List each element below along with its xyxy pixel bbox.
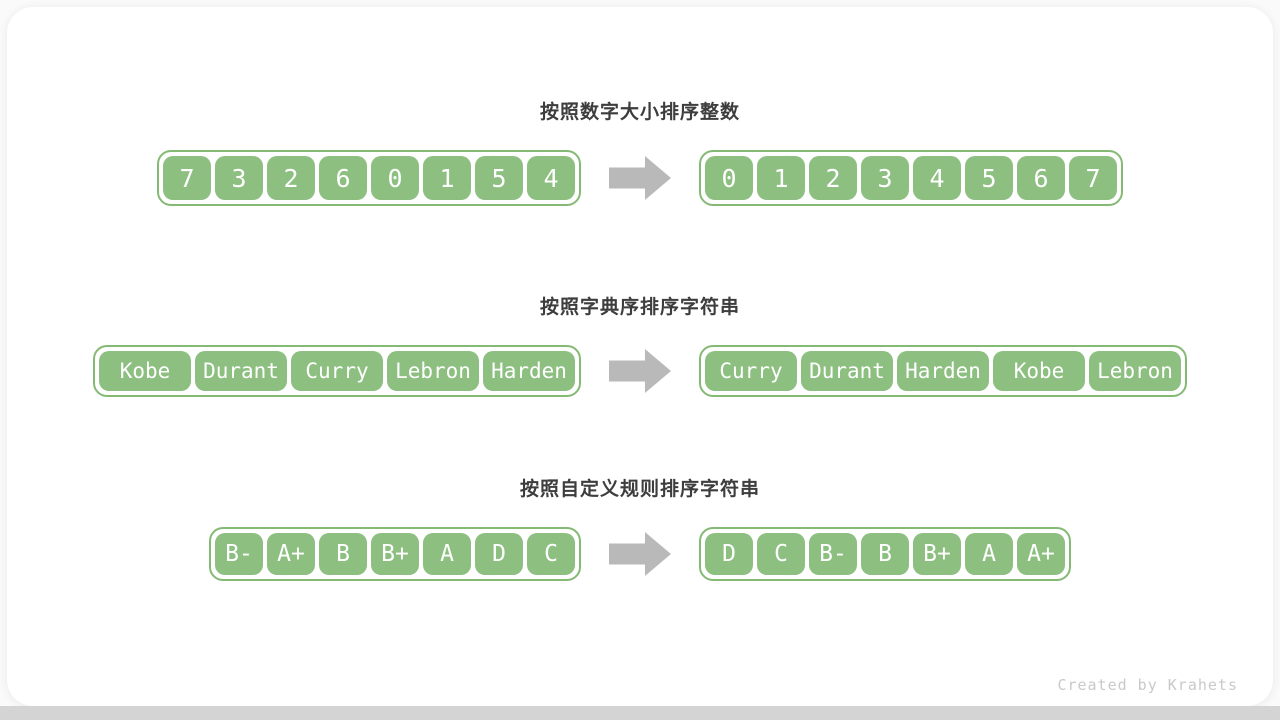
array-cell: 0 bbox=[705, 156, 753, 200]
array-cell: Kobe bbox=[993, 351, 1085, 391]
array-cell: Kobe bbox=[99, 351, 191, 391]
arrow-right-icon bbox=[609, 156, 671, 200]
array-cell: A bbox=[965, 533, 1013, 575]
array-cell: 4 bbox=[913, 156, 961, 200]
bottom-band bbox=[0, 706, 1280, 720]
array-cell: C bbox=[757, 533, 805, 575]
arrow-right-icon bbox=[609, 532, 671, 576]
array-cell: 2 bbox=[267, 156, 315, 200]
array-cell: B+ bbox=[371, 533, 419, 575]
array-cell: 5 bbox=[475, 156, 523, 200]
array-cell: 0 bbox=[371, 156, 419, 200]
array-cell: 7 bbox=[1069, 156, 1117, 200]
array-cell: 5 bbox=[965, 156, 1013, 200]
array-cell: D bbox=[705, 533, 753, 575]
array-cell: A+ bbox=[1017, 533, 1065, 575]
array-cell: 7 bbox=[163, 156, 211, 200]
array-cell: Curry bbox=[291, 351, 383, 391]
array-cell: Harden bbox=[483, 351, 575, 391]
array-cell: 3 bbox=[215, 156, 263, 200]
array-cell: Lebron bbox=[387, 351, 479, 391]
section-title: 按照字典序排序字符串 bbox=[539, 297, 740, 318]
arrow-right-icon bbox=[609, 349, 671, 393]
array-cell: 6 bbox=[1017, 156, 1065, 200]
array-cell: 2 bbox=[809, 156, 857, 200]
array-cell: 3 bbox=[861, 156, 909, 200]
watermark: Created by Krahets bbox=[1057, 676, 1238, 694]
array-cell: A+ bbox=[267, 533, 315, 575]
array-cell: Durant bbox=[801, 351, 893, 391]
array-cell: 6 bbox=[319, 156, 367, 200]
array-cell: B- bbox=[809, 533, 857, 575]
array-cell: 4 bbox=[527, 156, 575, 200]
array-cell: B- bbox=[215, 533, 263, 575]
array-cell: 1 bbox=[757, 156, 805, 200]
array-cell: 1 bbox=[423, 156, 471, 200]
array-cell: C bbox=[527, 533, 575, 575]
array-cell: B+ bbox=[913, 533, 961, 575]
array-cell: Harden bbox=[897, 351, 989, 391]
array-cell: D bbox=[475, 533, 523, 575]
array-cell: B bbox=[319, 533, 367, 575]
section-title: 按照数字大小排序整数 bbox=[539, 102, 740, 123]
section-title: 按照自定义规则排序字符串 bbox=[519, 479, 760, 500]
array-cell: Durant bbox=[195, 351, 287, 391]
array-cell: B bbox=[861, 533, 909, 575]
array-cell: Lebron bbox=[1089, 351, 1181, 391]
array-cell: A bbox=[423, 533, 471, 575]
array-cell: Curry bbox=[705, 351, 797, 391]
